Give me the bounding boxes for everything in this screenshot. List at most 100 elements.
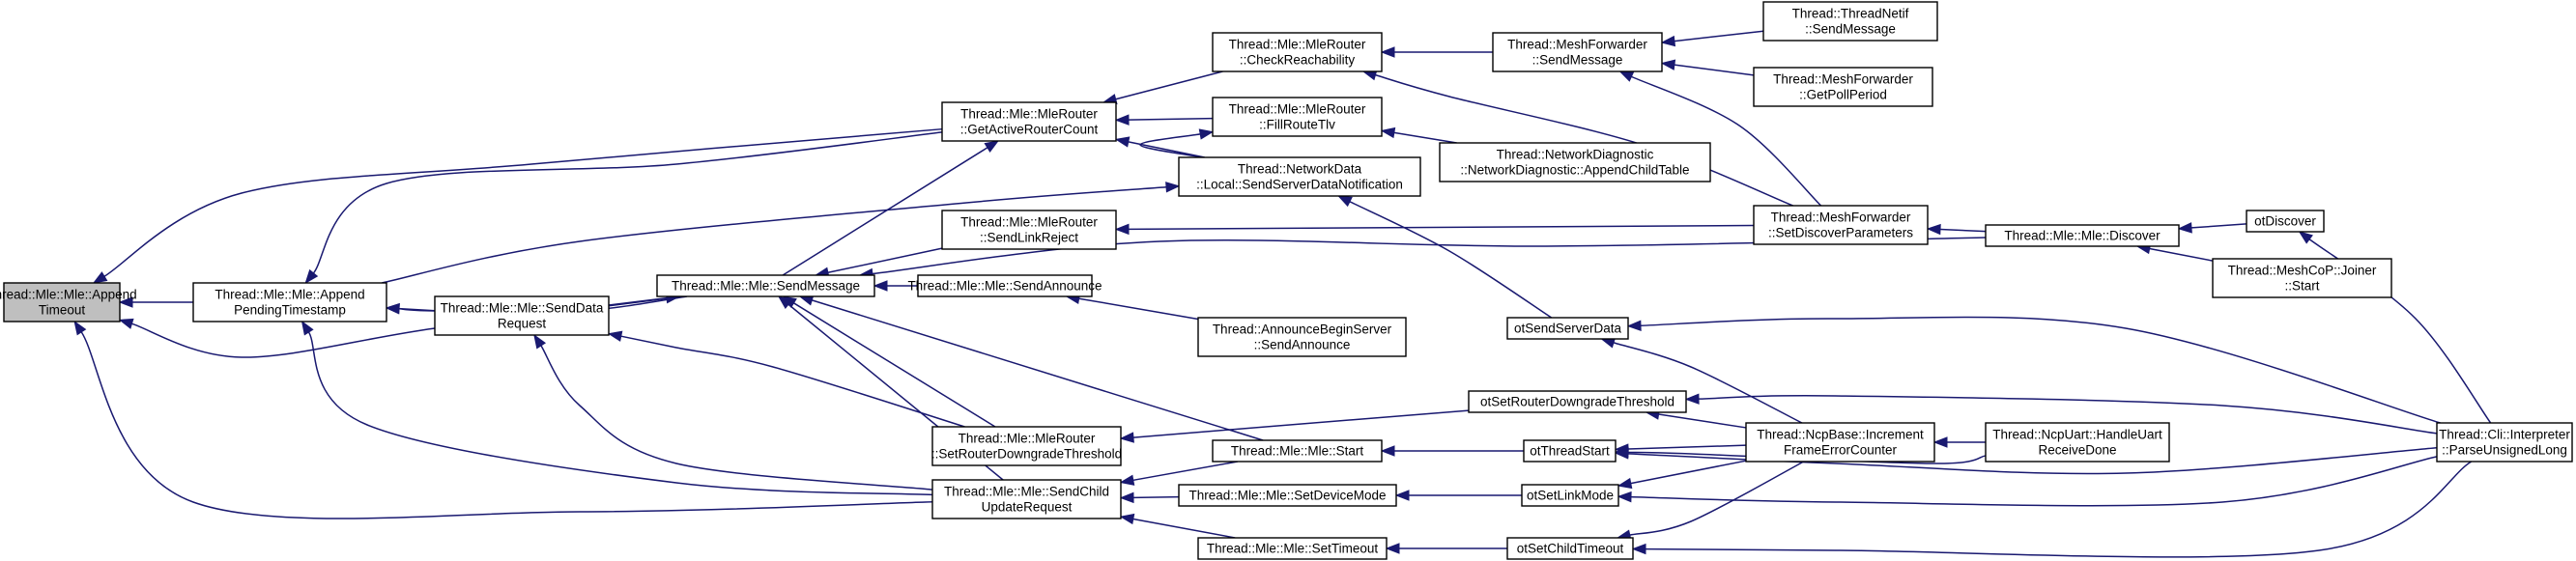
- node-label: Thread::Mle::Mle::SendData: [441, 301, 604, 316]
- node-box: [931, 479, 1122, 519]
- node-n11[interactable]: Thread::Mle::MleRouter::SetRouterDowngra…: [931, 426, 1122, 466]
- node-n22[interactable]: otSetChildTimeout: [1506, 537, 1634, 560]
- node-n20[interactable]: otThreadStart: [1523, 439, 1617, 463]
- node-n15[interactable]: Thread::MeshForwarder::SendMessage: [1492, 32, 1663, 72]
- node-n14[interactable]: Thread::Mle::Mle::SetTimeout: [1197, 537, 1388, 560]
- node-n6[interactable]: Thread::Mle::MleRouter::CheckReachabilit…: [1212, 32, 1383, 72]
- node-label: ::Local::SendServerDataNotification: [1196, 178, 1403, 192]
- edge-line: [2190, 223, 2247, 229]
- node-box: [1521, 484, 1619, 507]
- arrowhead-icon: [1631, 543, 1646, 555]
- node-n29[interactable]: otDiscover: [2246, 210, 2325, 233]
- node-label: Thread::Cli::Interpreter: [2439, 428, 2570, 442]
- arrowhead-icon: [1380, 445, 1395, 457]
- edge-line: [1132, 409, 1470, 438]
- node-label: ::SendMessage: [1532, 53, 1623, 68]
- node-label: Thread::Mle::Mle::Discover: [2004, 229, 2161, 243]
- node-box: [1178, 484, 1397, 507]
- node-n21[interactable]: otSetLinkMode: [1521, 484, 1619, 507]
- node-box: [192, 282, 387, 323]
- edge-line: [782, 147, 988, 276]
- arrowhead-icon: [1394, 490, 1410, 501]
- node-box: [941, 101, 1117, 142]
- edge-line: [312, 131, 943, 274]
- edge-line: [1698, 395, 2438, 435]
- node-n25[interactable]: Thread::MeshForwarder::SetDiscoverParame…: [1753, 205, 1929, 245]
- edge-n18-to-n8: [1337, 195, 1553, 319]
- node-n24[interactable]: Thread::MeshForwarder::GetPollPeriod: [1753, 67, 1933, 107]
- edge-line: [307, 331, 933, 496]
- node-n23[interactable]: Thread::ThreadNetif::SendMessage: [1762, 1, 1938, 42]
- call-graph-edges: [73, 30, 2492, 558]
- node-n9[interactable]: Thread::Mle::MleRouter::SendLinkReject: [941, 210, 1117, 250]
- edge-line: [1629, 461, 1805, 536]
- arrowhead-icon: [1660, 35, 1676, 47]
- arrowhead-icon: [1114, 223, 1130, 236]
- arrowhead-icon: [984, 140, 1000, 154]
- edge-n31-to-n18: [1626, 316, 2441, 424]
- node-n26[interactable]: Thread::NcpBase::IncrementFrameErrorCoun…: [1745, 422, 1935, 463]
- node-box: [1197, 317, 1407, 357]
- arrowhead-icon: [1932, 436, 1948, 448]
- edge-n14-to-n5: [1119, 513, 1236, 539]
- edge-n8-to-n7: [1139, 128, 1215, 158]
- arrowhead-icon: [1198, 128, 1215, 140]
- edge-line: [1128, 224, 1755, 231]
- edge-n2-to-n0: [92, 127, 943, 284]
- edge-n10-to-n3: [873, 280, 918, 292]
- node-n27[interactable]: Thread::Mle::Mle::Discover: [1985, 224, 2180, 247]
- edge-n5-to-n0: [73, 320, 933, 519]
- node-label: Thread::NetworkData: [1238, 162, 1362, 177]
- arrowhead-icon: [1119, 513, 1135, 525]
- arrowhead-icon: [1385, 543, 1400, 554]
- node-label: ::SendMessage: [1805, 22, 1896, 37]
- edge-line: [103, 127, 943, 277]
- node-box: [1439, 142, 1711, 182]
- edge-n31-to-n19: [1684, 393, 2438, 435]
- node-label: Thread::MeshForwarder: [1771, 210, 1911, 225]
- arrowhead-icon: [1165, 182, 1181, 193]
- node-n13[interactable]: Thread::Mle::Mle::SetDeviceMode: [1178, 484, 1397, 507]
- arrowhead-icon: [607, 330, 623, 342]
- node-n8[interactable]: Thread::NetworkData::Local::SendServerDa…: [1178, 156, 1421, 197]
- node-n17[interactable]: Thread::AnnounceBeginServer::SendAnnounc…: [1197, 317, 1407, 357]
- node-n30[interactable]: Thread::MeshCoP::Joiner::Start: [2212, 258, 2392, 298]
- arrowhead-icon: [301, 320, 314, 336]
- node-box: [1492, 32, 1663, 72]
- node-label: ::SendAnnounce: [1254, 338, 1351, 352]
- arrowhead-icon: [1119, 432, 1134, 443]
- edge-line: [1132, 495, 1180, 499]
- node-label: otThreadStart: [1530, 444, 1610, 459]
- edge-n13-to-n5: [1119, 491, 1180, 504]
- edge-n12-to-n3: [798, 295, 1264, 441]
- node-n7[interactable]: Thread::Mle::MleRouter::FillRouteTlv: [1212, 97, 1383, 137]
- edge-n2-to-n1: [304, 131, 943, 285]
- node-n2[interactable]: Thread::Mle::MleRouter::GetActiveRouterC…: [941, 101, 1117, 142]
- node-n19[interactable]: otSetRouterDowngradeThreshold: [1468, 390, 1687, 413]
- node-n18[interactable]: otSendServerData: [1506, 317, 1629, 340]
- node-box: [434, 295, 610, 336]
- arrowhead-icon: [1119, 474, 1135, 486]
- node-n3[interactable]: Thread::Mle::Mle::SendMessage: [656, 274, 875, 297]
- node-box: [1197, 537, 1388, 560]
- arrowhead-icon: [118, 296, 133, 308]
- node-n12[interactable]: Thread::Mle::Mle::Start: [1212, 439, 1383, 463]
- edge-line: [793, 302, 996, 428]
- edge-n5-to-n4: [533, 333, 933, 491]
- node-label: Thread::Mle::Mle::Start: [1231, 444, 1364, 459]
- node-n16[interactable]: Thread::NetworkDiagnostic::NetworkDiagno…: [1439, 142, 1711, 182]
- node-label: FrameErrorCounter: [1784, 443, 1898, 458]
- arrowhead-icon: [1660, 59, 1676, 70]
- node-label: ::SetRouterDowngradeThreshold: [931, 447, 1122, 462]
- node-n10[interactable]: Thread::Mle::Mle::SendAnnounce: [907, 274, 1102, 297]
- arrowhead-icon: [304, 268, 319, 285]
- edge-line: [1627, 444, 1747, 450]
- edge-line: [540, 345, 933, 491]
- node-label: Thread::AnnounceBeginServer: [1213, 323, 1392, 337]
- node-n31[interactable]: Thread::Cli::Interpreter::ParseUnsignedL…: [2436, 422, 2573, 463]
- edge-line: [827, 247, 943, 274]
